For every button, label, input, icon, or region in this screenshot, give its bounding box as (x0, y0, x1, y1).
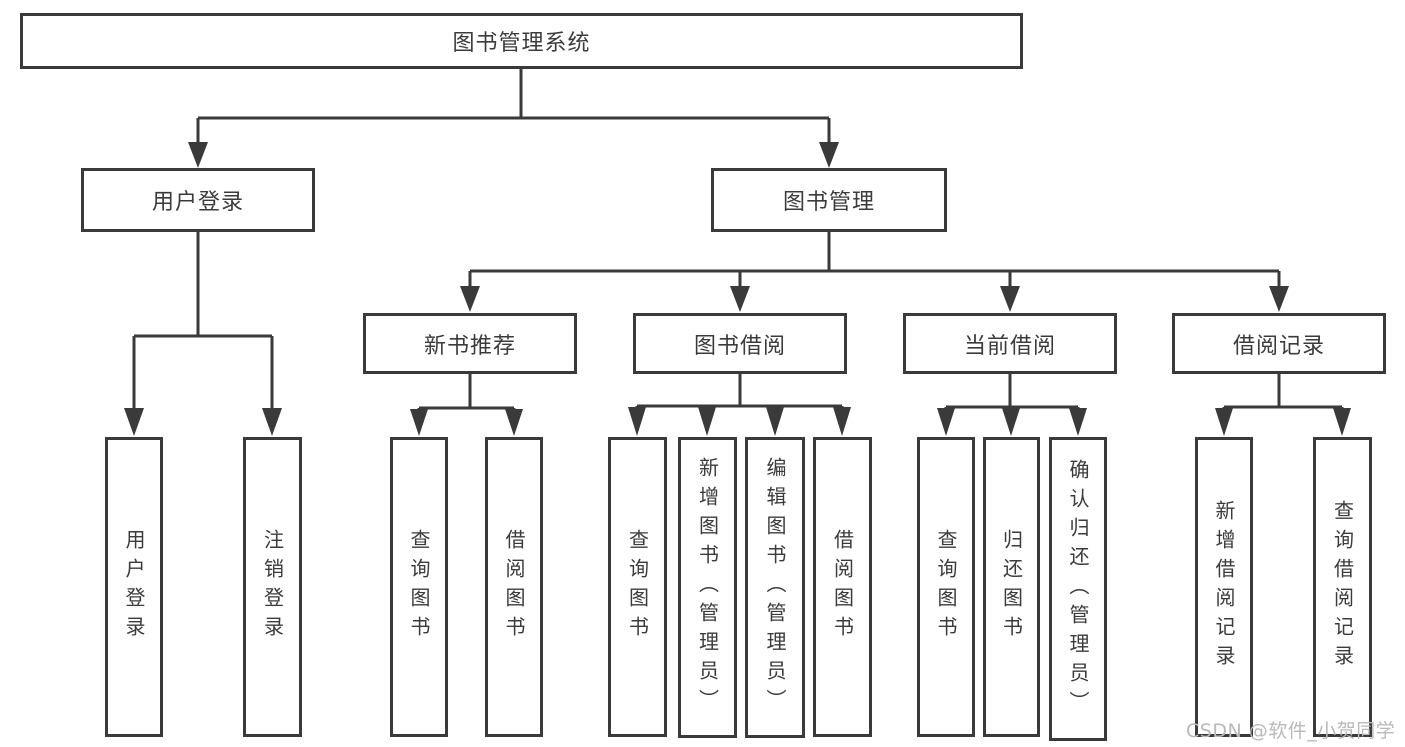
node-query-books-borrowing-label: 查询图书 (625, 529, 650, 645)
node-borrowing-records: 借阅记录 (1172, 313, 1386, 374)
node-query-books-recommend: 查询图书 (390, 437, 448, 737)
node-user-login-action: 用户登录 (105, 437, 163, 737)
node-library-system: 图书管理系统 (20, 13, 1023, 69)
node-book-borrowing-label: 图书借阅 (693, 333, 786, 359)
node-borrow-books-recommend-label: 借阅图书 (502, 529, 526, 645)
node-logout-action: 注销登录 (243, 437, 302, 737)
node-return-books-label: 归还图书 (999, 529, 1024, 645)
node-logout-action-label: 注销登录 (260, 529, 285, 645)
node-borrow-books-borrowing-label: 借阅图书 (830, 529, 855, 645)
node-confirm-return-admin: 确认归还（管理员） (1049, 437, 1107, 741)
node-query-books-current: 查询图书 (917, 437, 975, 737)
node-add-borrow-record: 新增借阅记录 (1195, 437, 1253, 737)
node-current-borrowing: 当前借阅 (903, 313, 1117, 374)
node-query-borrow-record-label: 查询借阅记录 (1330, 500, 1355, 674)
node-return-books: 归还图书 (983, 437, 1040, 737)
node-borrow-books-borrowing: 借阅图书 (813, 437, 872, 737)
node-borrowing-records-label: 借阅记录 (1232, 333, 1325, 359)
node-book-management: 图书管理 (711, 168, 947, 232)
node-book-management-label: 图书管理 (782, 190, 875, 215)
node-add-books-admin-label: 新增图书（管理员） (695, 457, 720, 718)
csdn-watermark: CSDN @软件_小贺同学 (1186, 720, 1396, 742)
node-query-borrow-record: 查询借阅记录 (1313, 437, 1372, 737)
node-edit-books-admin: 编辑图书（管理员） (745, 437, 805, 738)
node-user-login-label: 用户登录 (151, 190, 244, 215)
node-confirm-return-admin-label: 确认归还（管理员） (1066, 458, 1090, 720)
node-query-books-borrowing: 查询图书 (608, 437, 667, 737)
node-add-borrow-record-label: 新增借阅记录 (1212, 500, 1236, 674)
node-edit-books-admin-label: 编辑图书（管理员） (763, 457, 787, 718)
node-book-borrowing: 图书借阅 (633, 313, 847, 374)
node-new-book-recommend-label: 新书推荐 (423, 333, 516, 359)
node-borrow-books-recommend: 借阅图书 (485, 437, 543, 737)
node-add-books-admin: 新增图书（管理员） (678, 437, 737, 738)
node-library-system-label: 图书管理系统 (452, 31, 591, 56)
node-user-login: 用户登录 (81, 168, 315, 232)
node-current-borrowing-label: 当前借阅 (963, 333, 1056, 359)
node-query-books-recommend-label: 查询图书 (407, 529, 431, 645)
node-new-book-recommend: 新书推荐 (363, 313, 577, 374)
node-user-login-action-label: 用户登录 (122, 529, 146, 645)
node-query-books-current-label: 查询图书 (934, 529, 958, 645)
